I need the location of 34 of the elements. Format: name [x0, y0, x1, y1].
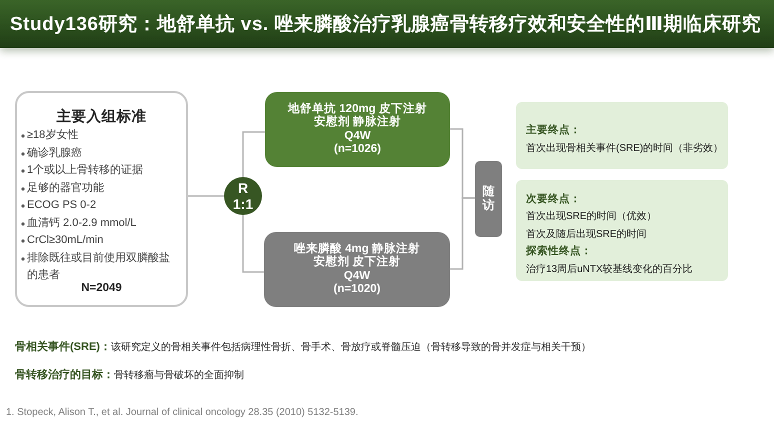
arm-text: 地舒单抗 120mg 皮下注射: [288, 102, 427, 115]
endpoint-text: 首次出现骨相关事件(SRE)的时间（非劣效）: [526, 142, 724, 156]
footnote: 骨相关事件(SRE)：该研究定义的骨相关事件包括病理性骨折、骨手术、骨放疗或脊髓压迫（骨转移导致的骨并发症与相关干预）: [15, 340, 591, 355]
endpoint-heading: 次要终点：: [526, 192, 581, 207]
arm-text: 安慰剂 静脉注射: [314, 116, 402, 130]
sample-size: N=2049: [80, 282, 123, 294]
connector-line: [242, 215, 264, 273]
endpoint-text: 首次出现SRE的时间（优效）: [526, 210, 657, 224]
treatment-arm-box: [265, 92, 450, 167]
endpoint-text: 治疗13周后uNTX较基线变化的百分比: [526, 262, 693, 277]
follow-up-box: [475, 161, 502, 237]
arm-text: (n=1026): [334, 143, 381, 156]
arm-text: (n=1020): [334, 283, 380, 296]
connector-line: [242, 131, 265, 177]
arm-text: Q4W: [344, 270, 370, 283]
criteria-card: [15, 91, 188, 307]
connector-line: [450, 197, 475, 270]
treatment-arm-box: [264, 232, 450, 307]
reference: 1. Stopeck, Alison T., et al. Journal of clinical oncology 28.35 (2010) 5132-5139.: [6, 406, 358, 420]
title: Study136研究：地舒单抗 vs. 唑来膦酸治疗乳腺癌骨转移疗效和安全性的Ⅲ期临床研究: [10, 13, 761, 37]
footnote: 骨转移治疗的目标：骨转移瘤与骨破坏的全面抑制: [15, 368, 244, 383]
circle-label: R 1:1: [232, 180, 254, 212]
arm-text: 安慰剂 皮下注射: [313, 256, 401, 270]
card-heading: 主要入组标准: [56, 108, 148, 127]
endpoint-card: [516, 102, 728, 169]
arm-text: 唑来膦酸 4mg 静脉注射: [294, 242, 420, 255]
endpoint-heading: 探索性终点：: [526, 244, 592, 260]
arm-text: Q4W: [344, 130, 371, 143]
endpoint-card: [516, 180, 728, 281]
follow-up-label: 随访: [482, 185, 494, 213]
endpoint-heading: 主要终点：: [526, 122, 581, 138]
endpoint-text: 首次及随后出现SRE的时间: [526, 228, 647, 242]
connector-line: [188, 195, 224, 197]
randomization-circle: [224, 177, 262, 215]
